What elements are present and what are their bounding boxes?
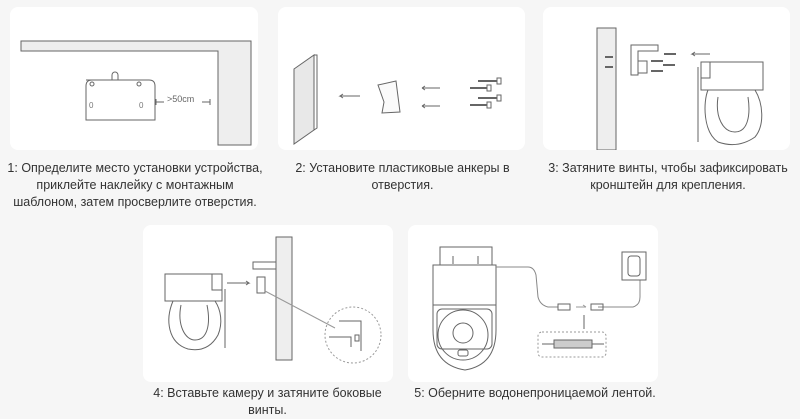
distance-label: >50cm [167, 94, 195, 104]
step-3-caption: 3: Затяните винты, чтобы зафиксировать к… [548, 161, 788, 192]
power-socket [622, 252, 646, 280]
wall-post [276, 237, 292, 360]
screws-anchors [470, 81, 498, 105]
detail-magnifier [325, 307, 381, 363]
svg-text:0: 0 [139, 101, 144, 110]
camera [698, 62, 763, 145]
camera [165, 274, 225, 350]
step-2-illustration [278, 7, 525, 150]
step-3-illustration [543, 7, 790, 150]
step-5-caption: 5: Оберните водонепроницаемой лентой. [414, 386, 656, 400]
camera [433, 247, 496, 370]
step-1-illustration: 0 0 >50cm [10, 7, 258, 150]
step-4-illustration [143, 225, 393, 382]
waterproof-tape-detail [538, 332, 606, 357]
step-4-caption: 4: Вставьте камеру и затяните боковые ви… [153, 386, 382, 417]
power-cable [496, 267, 640, 307]
wall-post [597, 28, 616, 150]
bracket [631, 45, 658, 75]
step-5-illustration [408, 225, 658, 382]
wall-corner [21, 41, 251, 145]
wall-panel [294, 55, 314, 144]
bracket [378, 81, 400, 113]
step-1-caption: 1: Определите место установки устройства… [7, 161, 263, 209]
mounting-template [86, 80, 155, 120]
svg-text:0: 0 [89, 101, 94, 110]
step-2-caption: 2: Установите пластиковые анкеры в отвер… [295, 161, 510, 192]
